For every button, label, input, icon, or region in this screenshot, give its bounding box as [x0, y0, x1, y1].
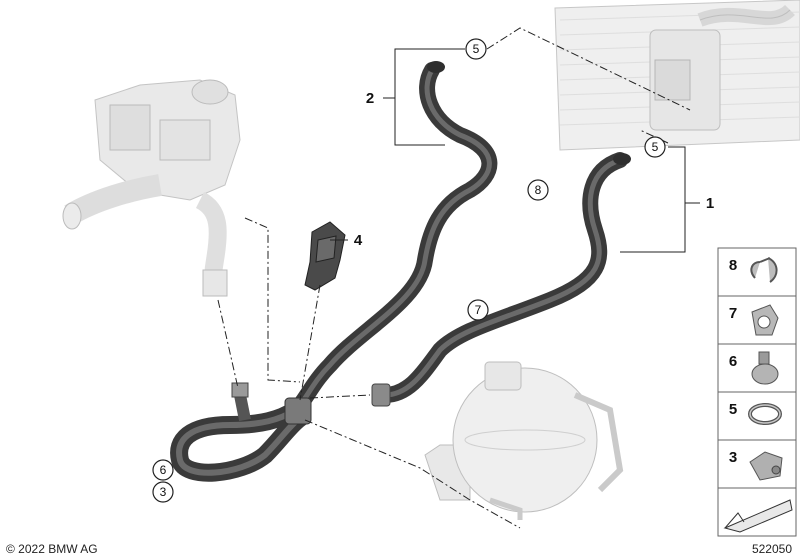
bracket-lines [330, 48, 700, 253]
legend-item-3: 3 [729, 449, 783, 481]
svg-text:7: 7 [475, 303, 482, 317]
legend-wedge [723, 499, 793, 533]
legend-item-6: 6 [729, 351, 779, 385]
svg-text:8: 8 [729, 257, 737, 274]
callout-3: 3 [152, 481, 174, 503]
hose-2 [292, 61, 498, 413]
leader-lines [217, 27, 691, 529]
svg-text:3: 3 [729, 449, 737, 466]
copyright-text: © 2022 BMW AG [6, 542, 98, 556]
callout-7: 7 [467, 299, 489, 321]
label-part-1: 1 [706, 195, 714, 212]
clip-6-icon [751, 363, 779, 385]
svg-text:3: 3 [160, 485, 167, 499]
callout-6: 6 [152, 459, 174, 481]
svg-text:6: 6 [729, 353, 737, 370]
svg-text:5: 5 [652, 140, 659, 154]
expansion-tank [424, 361, 624, 520]
legend-item-5: 5 [729, 401, 782, 425]
callout-8: 8 [527, 179, 549, 201]
parts-legend: 8 7 6 5 3 [717, 247, 797, 537]
svg-text:8: 8 [535, 183, 542, 197]
bracket-part-4 [304, 221, 346, 291]
clip-8-icon [750, 257, 778, 283]
label-part-2: 2 [366, 90, 374, 107]
svg-text:6: 6 [160, 463, 167, 477]
callout-5-right: 5 [644, 136, 666, 158]
svg-text:5: 5 [729, 401, 737, 418]
radiator [554, 0, 800, 151]
callout-5-top: 5 [465, 38, 487, 60]
diagram-number: 522050 [752, 542, 792, 556]
wedge-arrow-icon [723, 499, 793, 533]
label-part-4: 4 [354, 232, 363, 249]
engine-pump-assembly [62, 79, 241, 297]
legend-item-7: 7 [729, 304, 779, 336]
hose-loop-6-3 [170, 382, 312, 482]
legend-item-8: 8 [729, 257, 778, 283]
svg-text:5: 5 [473, 42, 480, 56]
hose-1 [371, 152, 631, 407]
svg-text:7: 7 [729, 305, 737, 322]
